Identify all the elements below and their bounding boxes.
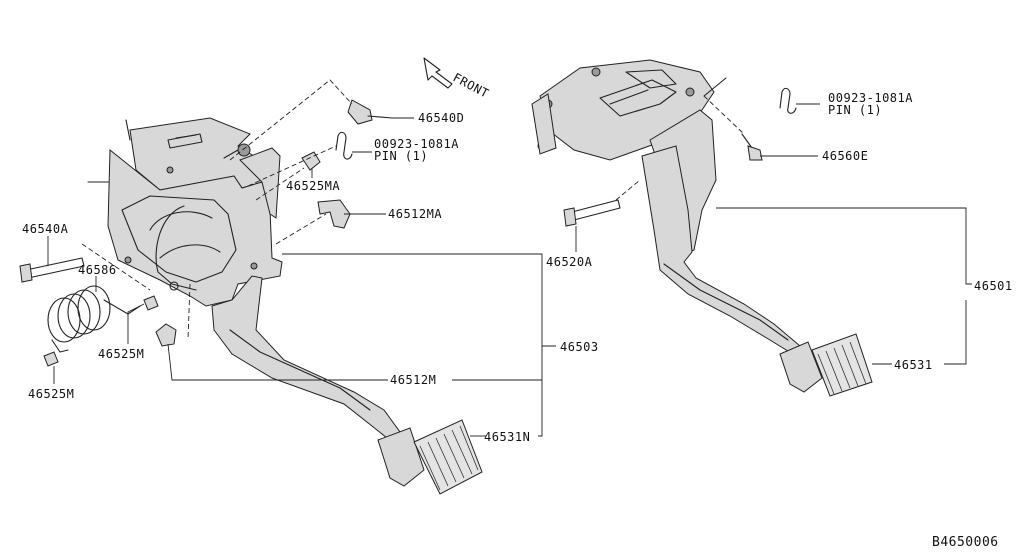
label-46531: 46531 bbox=[894, 358, 933, 372]
left-pedal-arm bbox=[211, 275, 401, 443]
bolt-46540D bbox=[347, 99, 393, 125]
label-46525M-upper: 46525M bbox=[98, 347, 144, 361]
front-label: FRONT bbox=[451, 70, 492, 100]
label-46531N: 46531N bbox=[484, 430, 530, 444]
label-46540D: 46540D bbox=[418, 111, 464, 125]
label-46560E: 46560E bbox=[822, 149, 868, 163]
label-pin-left: PIN (1) bbox=[374, 149, 428, 163]
label-46540A: 46540A bbox=[22, 222, 69, 236]
spring-46586 bbox=[47, 285, 141, 353]
bolt-46520A bbox=[563, 199, 621, 227]
left-pedal-pad bbox=[377, 419, 483, 495]
right-pedal-bracket bbox=[531, 59, 727, 257]
label-46503: 46503 bbox=[560, 340, 599, 354]
right-pedal-pad bbox=[779, 333, 873, 397]
label-00923-left: 00923-1081A bbox=[374, 137, 459, 151]
label-46586: 46586 bbox=[78, 263, 117, 277]
label-46520A: 46520A bbox=[546, 255, 593, 269]
pin-left bbox=[335, 131, 353, 160]
label-46512M: 46512M bbox=[390, 373, 436, 387]
label-00923-right: 00923-1081A bbox=[828, 91, 913, 105]
left-pedal-bracket bbox=[87, 117, 283, 307]
label-pin-right: PIN (1) bbox=[828, 103, 882, 117]
label-46525M-lower: 46525M bbox=[28, 387, 74, 401]
front-arrow: FRONT bbox=[423, 57, 492, 101]
pin-right bbox=[779, 87, 797, 114]
bolt-46560E bbox=[741, 133, 763, 161]
label-46501: 46501 bbox=[974, 279, 1013, 293]
clip-46512MA bbox=[317, 199, 351, 229]
label-46525MA: 46525MA bbox=[286, 179, 340, 193]
nut-46525M-lower bbox=[43, 351, 59, 367]
nut-46525MA bbox=[301, 151, 321, 171]
nut-46525M-upper bbox=[143, 295, 159, 311]
right-pedal-arm bbox=[641, 145, 801, 357]
bolt-46540A bbox=[19, 257, 85, 283]
diagram-id: B4650006 bbox=[932, 535, 999, 550]
stopper-46512M bbox=[155, 323, 177, 347]
label-46512MA: 46512MA bbox=[388, 207, 442, 221]
